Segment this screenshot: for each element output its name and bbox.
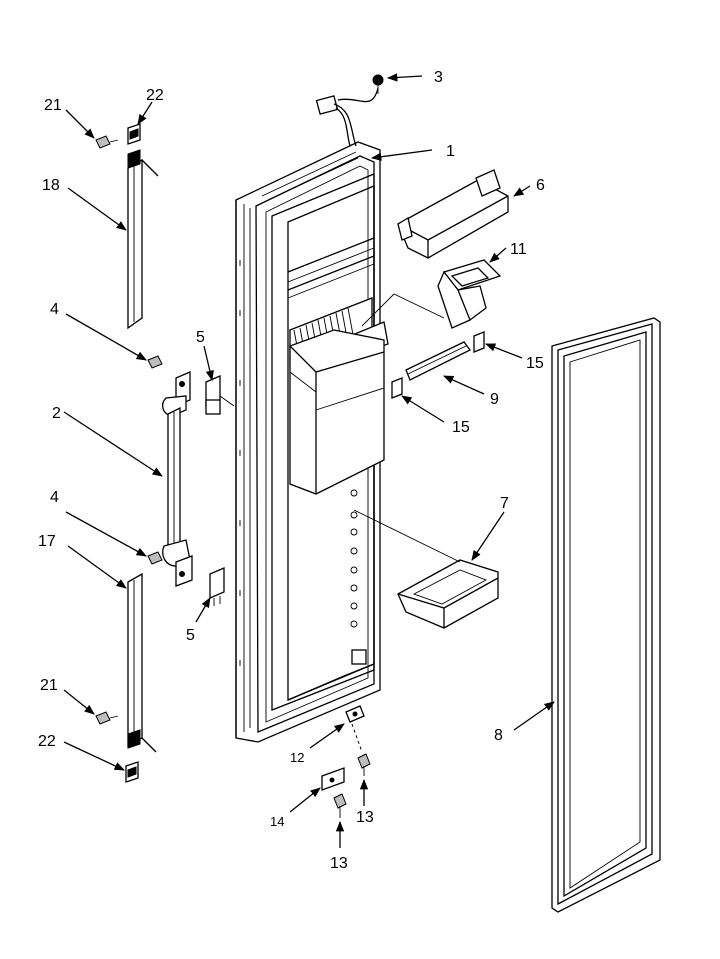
- screw-3: [372, 74, 384, 94]
- clip-15-upper: [473, 331, 485, 353]
- callout-18: 18: [42, 177, 60, 194]
- callout-21-lower: 21: [40, 677, 58, 694]
- trim-18: [127, 149, 159, 330]
- screw-4-upper: [147, 355, 163, 369]
- callout-8: 8: [494, 727, 503, 744]
- leader-lines: [63, 73, 555, 848]
- clip-5-upper: [205, 375, 221, 415]
- screw-21-lower: [95, 711, 119, 725]
- callout-22-lower: 22: [38, 733, 56, 750]
- drip-tray-7: [397, 559, 499, 629]
- callout-15-lower: 15: [452, 419, 470, 436]
- assembly-line-12-13: [351, 723, 363, 753]
- trim-17: [127, 572, 157, 753]
- hinge-14: [321, 767, 345, 791]
- callout-13-lower: 13: [330, 855, 348, 872]
- freezer-door-liner: [235, 141, 389, 743]
- hinge-bushing-12: [345, 705, 365, 723]
- callout-21-upper: 21: [44, 97, 62, 114]
- clip-5-lower: [209, 567, 225, 606]
- bracket-22-lower: [125, 761, 139, 783]
- callout-12: 12: [290, 750, 304, 765]
- dispenser-trim-9: [405, 341, 471, 381]
- ice-chute-11: [437, 259, 502, 329]
- door-holes: [350, 489, 358, 628]
- callout-6: 6: [536, 177, 545, 194]
- screw-13-lower: [333, 793, 347, 818]
- door-gasket-8: [551, 317, 661, 913]
- callout-9: 9: [490, 391, 499, 408]
- callout-7: 7: [500, 495, 509, 512]
- callout-14: 14: [270, 814, 284, 829]
- callout-4-upper: 4: [50, 301, 59, 318]
- screw-4-lower: [147, 551, 163, 565]
- callout-3: 3: [434, 69, 443, 86]
- callout-5-upper: 5: [196, 329, 205, 346]
- callout-13-right: 13: [356, 809, 374, 826]
- screw-21-upper: [95, 135, 119, 149]
- callout-labels: 1 2 3 4 4 5 5 6 7 8 9 11 12 13 13 14 15 …: [38, 69, 545, 872]
- callout-17: 17: [38, 533, 56, 550]
- handle-2: [161, 371, 193, 587]
- callout-22-upper: 22: [146, 87, 164, 104]
- door-shelf-bin-6: [397, 169, 509, 259]
- callout-2: 2: [52, 405, 61, 422]
- bracket-22-upper: [127, 123, 141, 145]
- callout-11: 11: [510, 241, 527, 258]
- callout-5-lower: 5: [186, 627, 195, 644]
- clip-15-lower: [391, 377, 403, 399]
- callout-4-lower: 4: [50, 489, 59, 506]
- callout-15-upper: 15: [526, 355, 544, 372]
- wire-harness: [315, 87, 379, 147]
- screw-13-right: [357, 753, 371, 776]
- callout-1: 1: [446, 143, 455, 160]
